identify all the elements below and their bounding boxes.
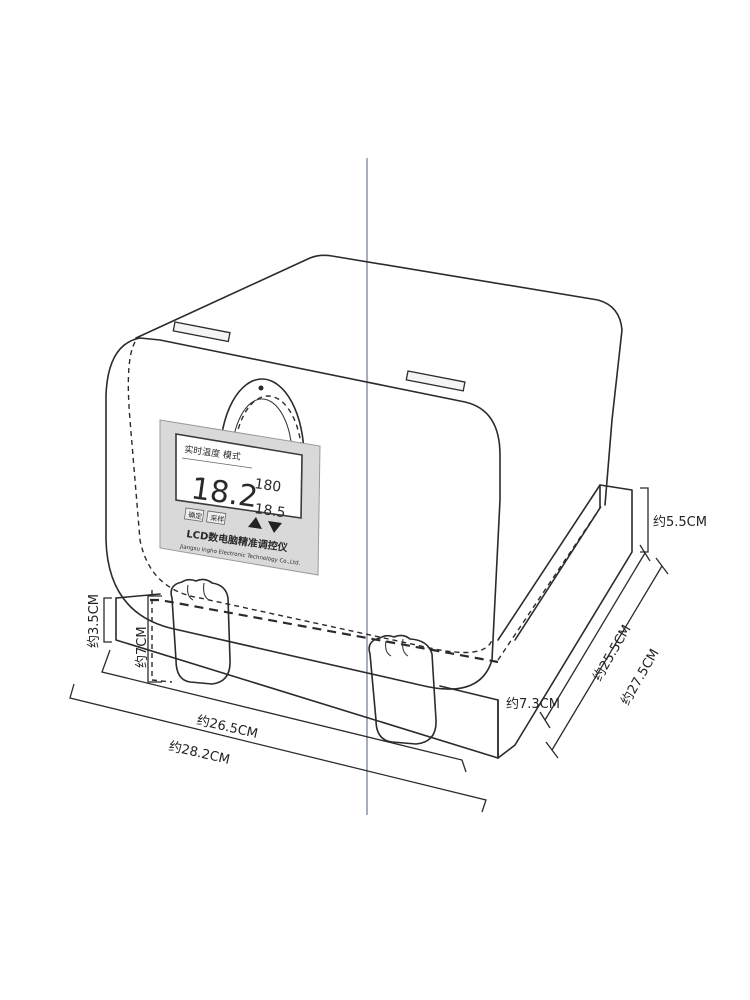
main-housing — [105, 254, 623, 690]
arrow-up-icon[interactable] — [248, 517, 262, 529]
dimension-lines — [69, 487, 669, 813]
foot-left — [151, 578, 231, 685]
panel-button-left[interactable] — [184, 507, 205, 522]
lcd-control-panel: 实时温度 模式 18.2 180 18.5 确定 采样 LCD数电脑精准调控仪 … — [159, 419, 321, 576]
panel-button-left-label: 确定 — [188, 510, 203, 521]
panel-button-right-label: 采样 — [210, 513, 225, 524]
label-front-depth: 约7.3CM — [506, 697, 560, 712]
panel-button-right[interactable] — [206, 510, 227, 525]
label-width-inner: 约26.5CM — [195, 713, 259, 742]
label-width-outer: 约28.2CM — [167, 739, 231, 768]
readout-set-high: 180 — [253, 476, 282, 496]
label-tray-depth-outer: 约27.5CM — [618, 647, 662, 708]
label-foot-height: 约3.5CM — [87, 594, 102, 648]
hinge-right — [405, 370, 466, 392]
arrow-down-icon[interactable] — [268, 521, 282, 533]
lcd-screen — [175, 433, 303, 519]
readout-set-low: 18.5 — [253, 501, 286, 521]
hinge-left — [172, 321, 231, 343]
label-tray-height: 约5.5CM — [653, 515, 707, 530]
label-foot-height-total: 约7CM — [135, 626, 150, 668]
foot-right — [368, 634, 437, 745]
